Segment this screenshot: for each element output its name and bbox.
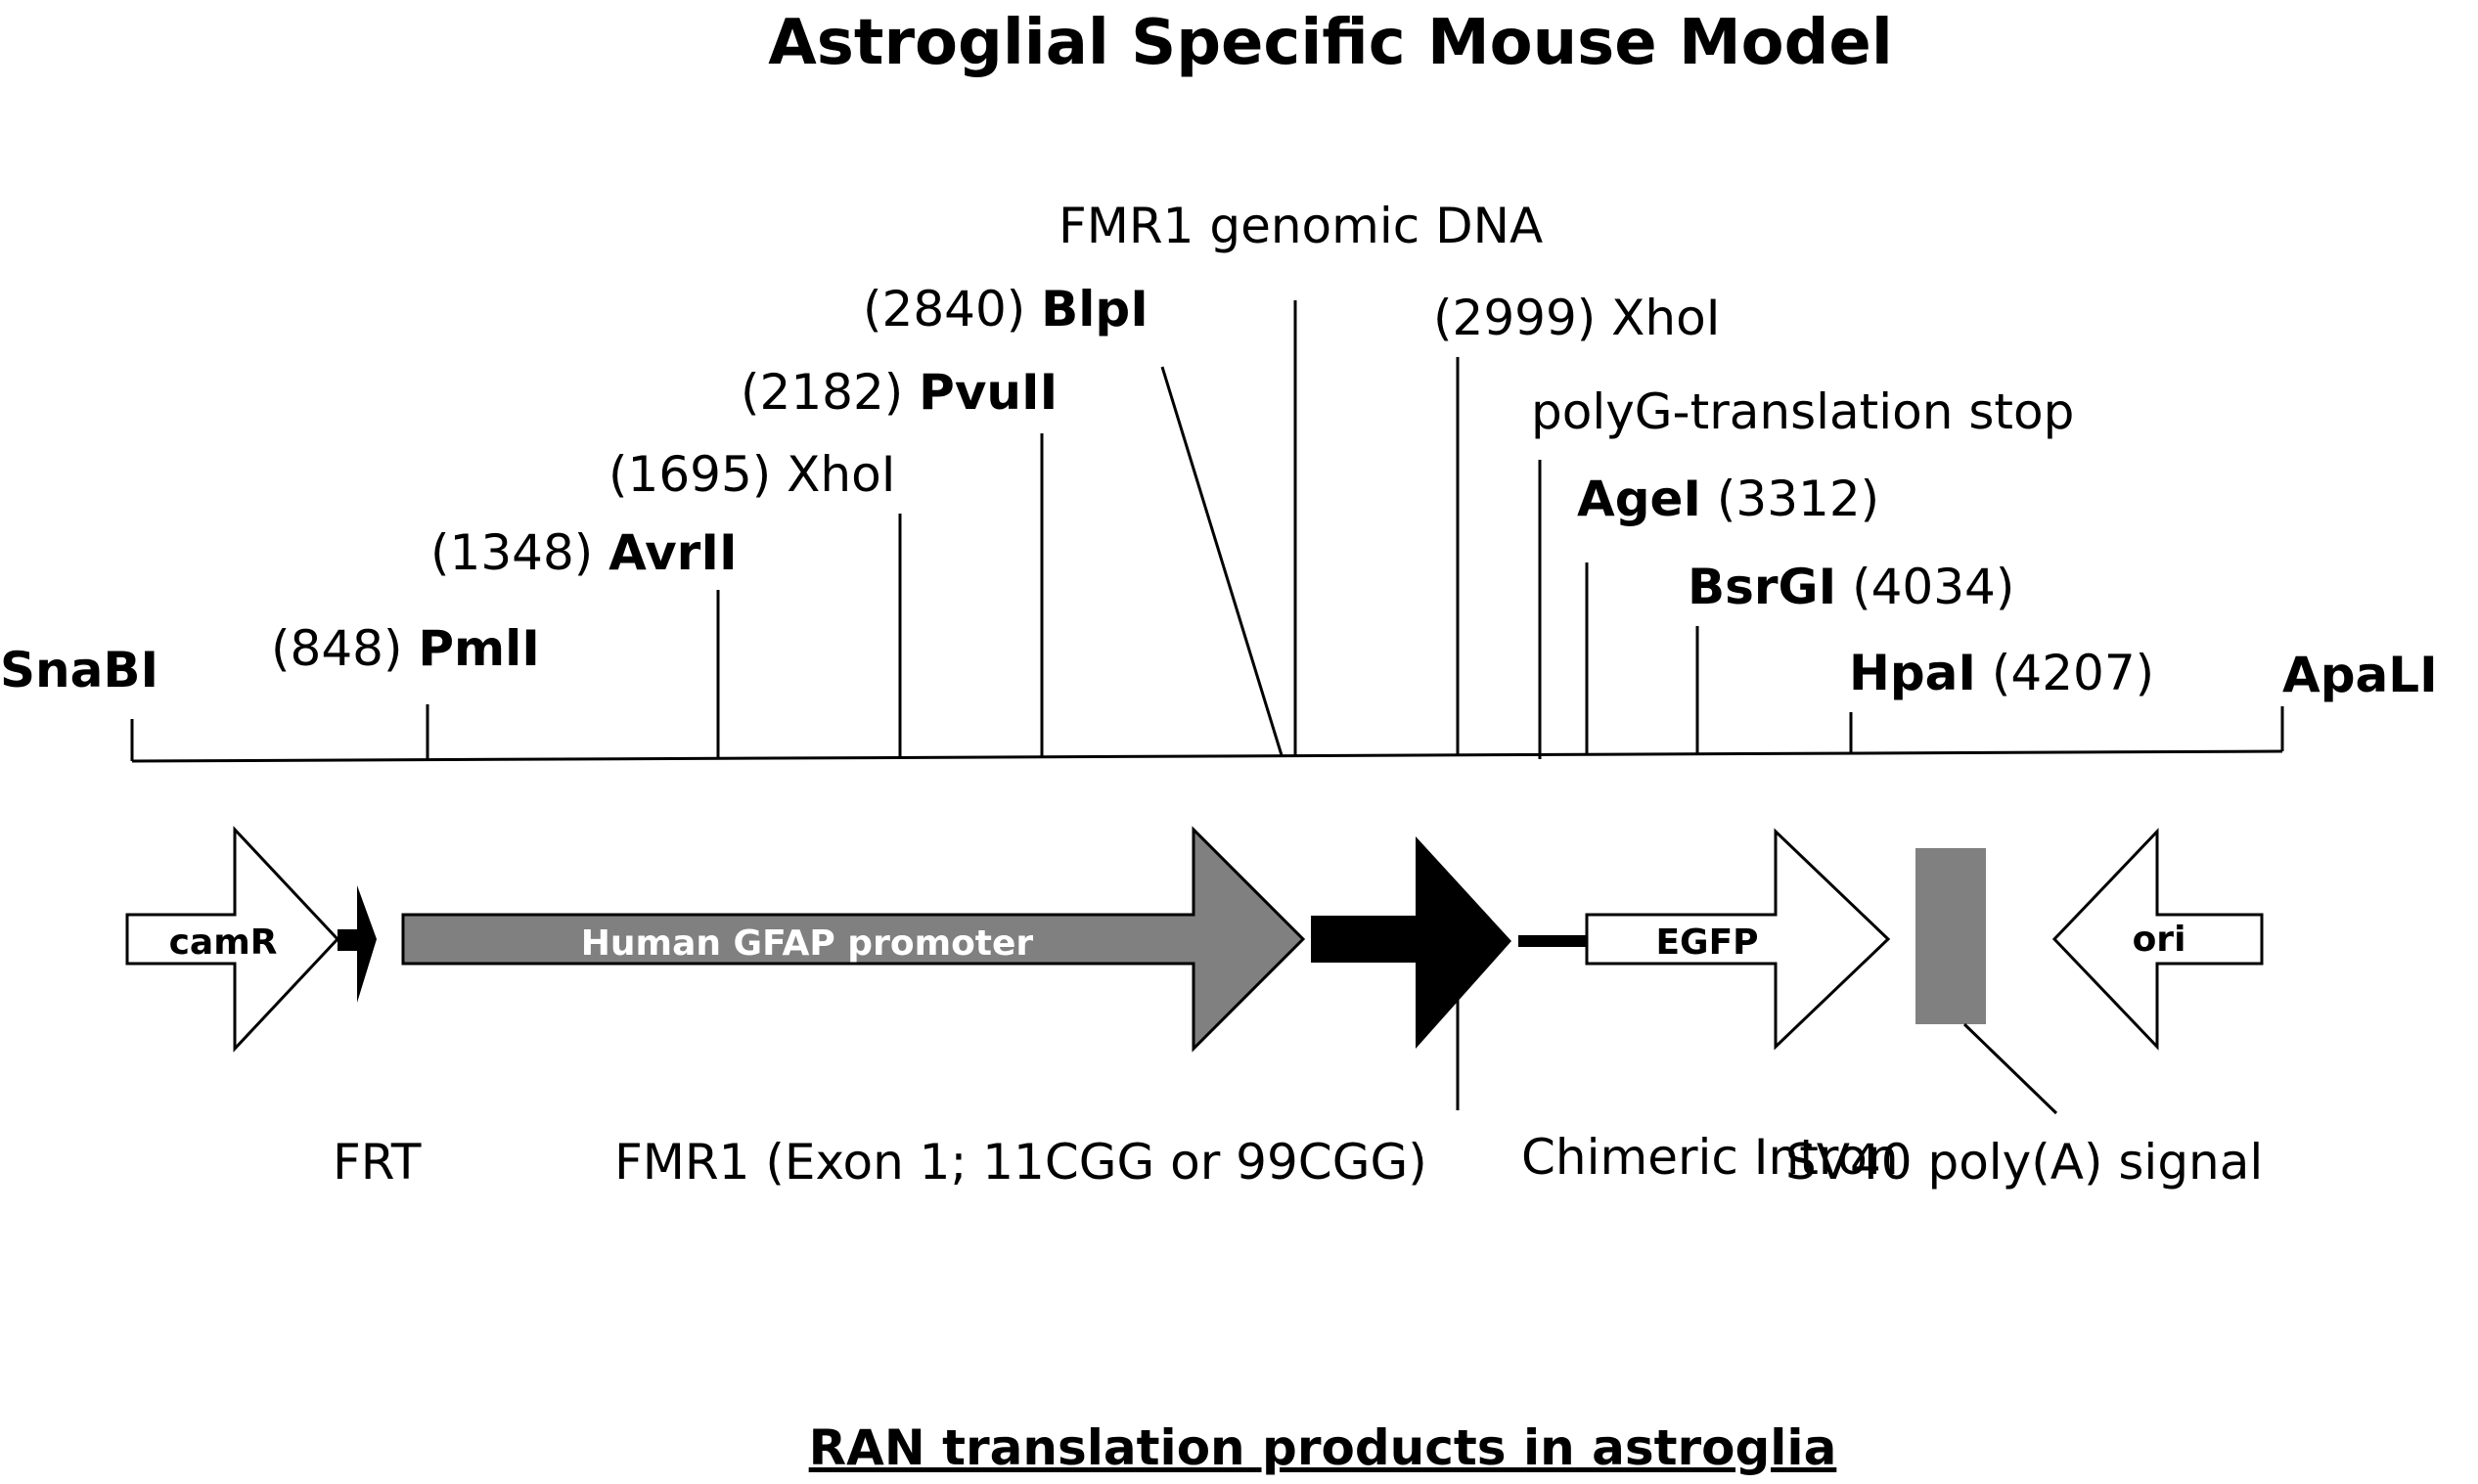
fmr1-arrow xyxy=(1311,836,1511,1049)
agei-label: AgeI (3312) xyxy=(1577,471,1879,527)
pvuii-label: (2182) PvuII xyxy=(741,364,1058,421)
bsrgi-name: BsrGI xyxy=(1688,559,1836,615)
xhoi1-name: XhoI xyxy=(787,446,895,503)
snabi-label: SnaBI xyxy=(0,642,158,698)
avrii-label: (1348) AvrII xyxy=(430,524,738,581)
egfp-arrow xyxy=(1585,828,1891,1051)
polyg-label: polyG-translation stop xyxy=(1531,383,2074,440)
frt-arrow xyxy=(338,885,377,1003)
pmli-label: (848) PmlI xyxy=(271,620,540,677)
backbone-line xyxy=(131,749,2283,763)
xhoi2-name: XhoI xyxy=(1611,290,1720,346)
xhoi2-pos: (2999) xyxy=(1433,290,1596,346)
footer-caption: RAN translation products in astroglia xyxy=(809,1419,1837,1476)
diagram-title: Astroglial Specific Mouse Model xyxy=(768,7,1893,79)
pmli-pos: (848) xyxy=(271,620,402,677)
pvuii-pos: (2182) xyxy=(741,364,903,421)
ori-arrow xyxy=(2051,828,2264,1051)
blpi-pos: (2840) xyxy=(863,281,1025,337)
pmli-name: PmlI xyxy=(418,620,540,677)
hpai-name: HpaI xyxy=(1849,645,1976,701)
ori-label: ori xyxy=(2133,920,2186,960)
blpi-tick xyxy=(1160,366,1284,756)
xhoi2-label: (2999) XhoI xyxy=(1433,290,1720,346)
apali-label: ApaLI xyxy=(2282,647,2438,703)
hpai-label: HpaI (4207) xyxy=(1849,645,2154,701)
genomic-label: FMR1 genomic DNA xyxy=(1059,198,1543,254)
agei-pos: (3312) xyxy=(1717,471,1879,527)
xhoi1-pos: (1695) xyxy=(608,446,771,503)
avrii-pos: (1348) xyxy=(430,524,593,581)
blpi-label: (2840) BlpI xyxy=(863,281,1149,337)
agei-name: AgeI xyxy=(1577,471,1701,527)
hpai-pos: (4207) xyxy=(1992,645,2154,701)
frt-label: FRT xyxy=(333,1134,422,1191)
bsrgi-pos: (4034) xyxy=(1852,559,2014,615)
sv40-polya-box xyxy=(1915,848,1986,1024)
fmr1-label: FMR1 (Exon 1; 11CGG or 99CGG) xyxy=(614,1134,1427,1191)
bsrgi-label: BsrGI (4034) xyxy=(1688,559,2014,615)
camr-arrow xyxy=(125,826,340,1053)
chimeric-intron-bar xyxy=(1518,935,1587,947)
xhoi1-label: (1695) XhoI xyxy=(608,446,895,503)
chimeric-intron-label: Chimeric Intron xyxy=(1521,1129,1899,1186)
camr-label: camR xyxy=(169,922,278,963)
blpi-name: BlpI xyxy=(1041,281,1149,337)
sv40-label: SV40 poly(A) signal xyxy=(1785,1134,2263,1191)
pvuii-name: PvuII xyxy=(919,364,1058,421)
gfap-promoter-arrow xyxy=(401,826,1306,1053)
egfp-label: EGFP xyxy=(1655,922,1758,963)
avrii-name: AvrII xyxy=(608,524,737,581)
sv40-leader xyxy=(1962,1022,2058,1115)
gfap-promoter-label: Human GFAP promoter xyxy=(581,923,1034,964)
